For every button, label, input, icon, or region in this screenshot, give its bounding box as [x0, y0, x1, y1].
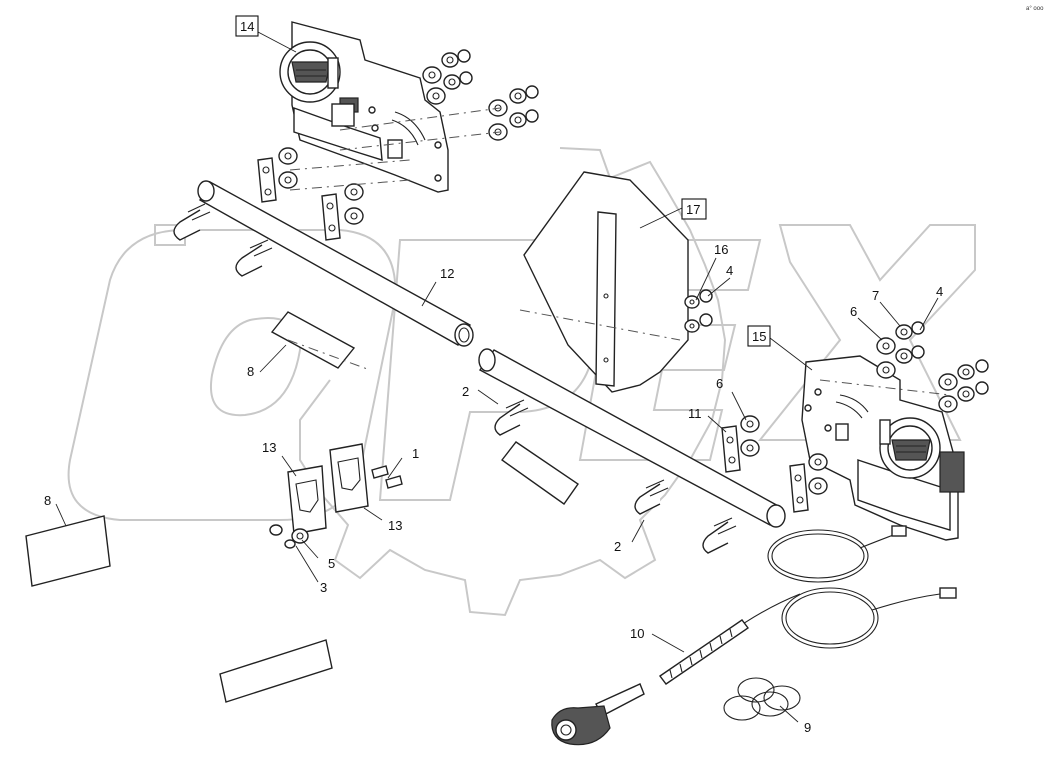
- callout-1: 1: [412, 446, 419, 461]
- callout-14: 14: [240, 19, 254, 34]
- callout-6a: 6: [716, 376, 723, 391]
- callout-17-box: 17: [681, 198, 707, 220]
- callouts: 1 2 2 3 4 4 5 6 6 7 8 8 9 10 11 12 13 13…: [44, 15, 943, 735]
- watermark-letter-e: [578, 239, 762, 461]
- callout-15: 15: [752, 329, 766, 344]
- callout-8a: 8: [247, 364, 254, 379]
- label-8-lower: [25, 515, 111, 587]
- callout-8b: 8: [44, 493, 51, 508]
- callout-7: 7: [872, 288, 879, 303]
- callout-4a: 4: [726, 263, 733, 278]
- label-tube-2: [500, 441, 579, 505]
- label-sheet: [219, 639, 333, 703]
- callout-17: 17: [686, 202, 700, 217]
- tube-12: [197, 180, 474, 347]
- corner-mark: a° ooo: [1026, 6, 1044, 12]
- left-bracket-assembly: [257, 21, 539, 241]
- right-bracket-assembly: [721, 321, 989, 541]
- left-clamp-plates: [257, 147, 411, 241]
- right-washers: [876, 321, 989, 413]
- clamp-plates-11: [721, 415, 828, 513]
- cable-harness-10: [551, 525, 957, 746]
- watermark-letter-o: [67, 229, 397, 521]
- callout-3: 3: [320, 580, 327, 595]
- leader-lines: [55, 31, 939, 723]
- callout-9: 9: [804, 720, 811, 735]
- callout-14-box: 14: [235, 15, 259, 37]
- watermark-gear: [299, 147, 727, 617]
- panel-17: [523, 171, 689, 393]
- callout-15-box: 15: [747, 325, 771, 347]
- callout-4b: 4: [936, 284, 943, 299]
- callout-12: 12: [440, 266, 454, 281]
- callout-13a: 13: [262, 440, 276, 455]
- washers-16-4: [684, 289, 713, 333]
- label-8-upper: [270, 311, 356, 369]
- tube-2: [478, 309, 786, 528]
- right-rear-lamp: [879, 417, 965, 493]
- callout-2b: 2: [614, 539, 621, 554]
- left-washers-top: [422, 49, 539, 141]
- u-bolts-left: [173, 203, 273, 277]
- callout-6b: 6: [850, 304, 857, 319]
- u-bolts-right: [494, 399, 737, 554]
- license-plate-brackets: [269, 443, 403, 549]
- callout-2a: 2: [462, 384, 469, 399]
- callout-5: 5: [328, 556, 335, 571]
- callout-10: 10: [630, 626, 644, 641]
- callout-11: 11: [688, 406, 702, 421]
- left-rear-lamp: [279, 41, 359, 127]
- rings-9: [723, 677, 801, 721]
- callout-16: 16: [714, 242, 728, 257]
- callout-13b: 13: [388, 518, 402, 533]
